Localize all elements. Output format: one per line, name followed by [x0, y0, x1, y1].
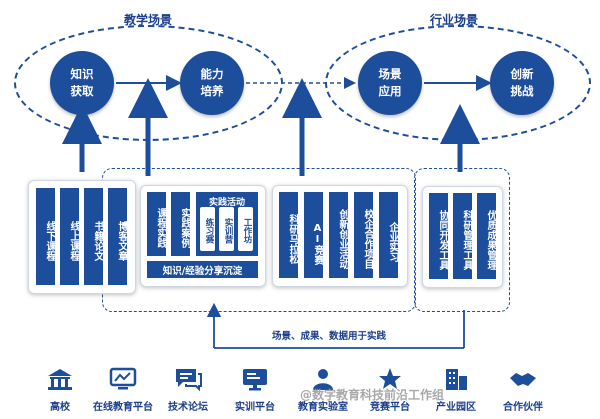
- bar-offline-course: 线下课程: [36, 188, 55, 285]
- circle-scene-app-label: 场景 应用: [378, 67, 402, 98]
- bar-enterprise-internship: 企业实习: [379, 192, 398, 278]
- bar-quality-result-mgmt: 优质成果管理: [477, 193, 496, 279]
- label-edu-lab: 教育实验室: [298, 402, 348, 413]
- circle-scene-application: 场景 应用: [358, 51, 422, 115]
- bar-research-mgmt-tools: 科研管理工具: [453, 193, 472, 279]
- building-icon: [446, 369, 467, 390]
- bar-collab-dev-tools: 协同开发工具: [429, 193, 448, 279]
- bar-ai-competition: AI竞赛: [304, 192, 323, 278]
- bar-books-papers: 书籍论文: [84, 188, 103, 285]
- circle-innovation: 创新 挑战: [490, 51, 554, 115]
- bar-training-camp: 实训营: [219, 207, 234, 251]
- screen-icon: [243, 369, 267, 391]
- chat-icon: [176, 369, 202, 392]
- feedback-label: 场景、成果、数据用于实践: [272, 331, 387, 342]
- teaching-scene-title: 教学场景: [124, 13, 173, 27]
- bank-icon: [48, 369, 72, 390]
- bar-research-marathon: 科研马拉松: [279, 192, 298, 278]
- industry-scene-title: 行业场景: [430, 13, 479, 27]
- label-industrial-park: 产业园区: [436, 402, 476, 413]
- bar-workshop: 工作坊: [238, 207, 253, 251]
- label-tech-forum: 技术论坛: [168, 402, 208, 413]
- monitor-chart-icon: [109, 367, 137, 390]
- star-icon: [379, 368, 401, 389]
- watermark: @数字教育科技前沿工作组: [300, 388, 445, 402]
- bar-course-practice: 课程实践: [147, 192, 166, 256]
- circle-innovation-label: 创新 挑战: [510, 67, 534, 98]
- label-partners: 合作伙伴: [503, 402, 543, 413]
- bar-practice-contest: 练习赛: [200, 207, 215, 251]
- label-university: 高校: [50, 402, 70, 413]
- handshake-icon: [510, 373, 536, 386]
- label-competition-platform: 竞赛平台: [370, 402, 410, 413]
- bar-online-course: 线上课程: [60, 188, 79, 285]
- industry-tools-dashed-container: [414, 168, 510, 312]
- circle-knowledge-label: 知识 获取: [70, 67, 94, 98]
- bar-knowledge-sharing: 知识/经验分享沉淀: [147, 261, 258, 278]
- circle-ability: 能力 培养: [180, 51, 244, 115]
- bar-practice-cases: 实践案例: [171, 192, 190, 256]
- people-icon: [313, 369, 333, 390]
- practice-activities-title: 实践活动: [208, 198, 245, 208]
- bar-school-enterprise-project: 校企合作项目: [354, 192, 373, 278]
- label-training-platform: 实训平台: [235, 402, 275, 413]
- label-online-edu-platform: 在线教育平台: [93, 402, 153, 413]
- bar-innovation-entrepreneurship: 创新创业活动: [329, 192, 348, 278]
- bar-blog-articles: 博客文章: [108, 188, 127, 285]
- circle-ability-label: 能力 培养: [200, 67, 224, 98]
